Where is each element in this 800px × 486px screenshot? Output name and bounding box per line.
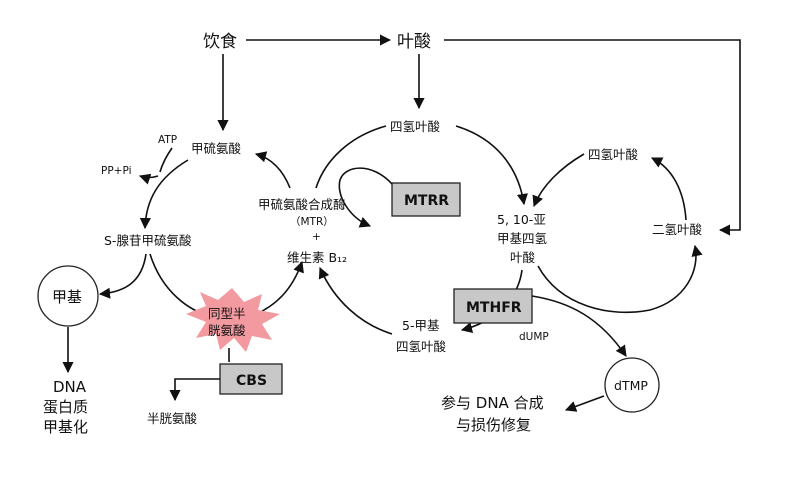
methionine-label: 甲硫氨酸: [191, 141, 242, 156]
dtmp-circle: [604, 357, 660, 413]
methylene-thf-line-2: 甲基四氢: [497, 231, 548, 246]
arrow-dhf-to-thf: [650, 157, 687, 221]
arc-sam-to-homocysteine: [149, 253, 213, 317]
sam-label: S-腺苷甲硫氨酸: [104, 233, 192, 248]
arrow-dump-to-dtmp: [531, 295, 627, 357]
methyl-thf-line-1: 5-甲基: [402, 318, 440, 333]
arrow-methyl-thf-to-mtr: [318, 266, 393, 335]
methyl-thf-line-2: 四氢叶酸: [396, 339, 447, 354]
dna-methylation-line-1: DNA: [53, 378, 87, 396]
dump-label: dUMP: [519, 331, 549, 343]
arrow-thf-to-methylene-thf: [455, 125, 528, 206]
arc-methylene-to-dhf: [537, 244, 703, 314]
methylene-thf-line-1: 5, 10-亚: [497, 212, 546, 227]
mtr-label-3: +: [312, 231, 321, 243]
homocysteine-label-1: 同型半: [208, 306, 246, 321]
ppi-label: PP+Pi: [101, 165, 131, 177]
arrow-ppi-out: [138, 173, 159, 185]
arrow-thf-to-mtr-upper: [315, 125, 387, 189]
cysteine-label: 半胱氨酸: [147, 411, 198, 426]
methylene-thf-line-3: 叶酸: [510, 250, 536, 265]
arrow-mtr-to-methionine: [254, 151, 291, 189]
methyl-label: 甲基: [52, 288, 82, 306]
thf-top-label: 四氢叶酸: [390, 119, 441, 134]
arrow-cbs-to-cysteine: [169, 378, 220, 402]
mtr-label-1: 甲硫氨酸合成酶: [258, 197, 346, 212]
atp-label: ATP: [158, 134, 177, 146]
dna-synthesis-line-1: 参与 DNA 合成: [441, 394, 544, 412]
arrow-mtrr-loop: [338, 167, 393, 228]
diet-label: 饮食: [203, 32, 237, 52]
mtrr-label: MTRR: [404, 193, 449, 209]
arrow-thf-right-to-methylene: [532, 153, 585, 208]
homocysteine-burst: [186, 288, 280, 352]
mtr-label-2: （MTR）: [290, 216, 334, 228]
methyl-circle: [37, 265, 99, 327]
dna-methylation-line-3: 甲基化: [43, 418, 88, 436]
thf-right-label: 四氢叶酸: [588, 147, 639, 162]
arrow-homocysteine-to-mtr: [251, 260, 304, 317]
folate-label: 叶酸: [397, 32, 431, 52]
arrow-dtmp-to-dna-synthesis: [564, 395, 605, 412]
dna-methylation-line-2: 蛋白质: [43, 398, 88, 416]
arrow-methionine-to-sam: [139, 159, 189, 230]
arrow-folate-to-dhf: [444, 39, 741, 236]
arrow-atp-in: [159, 147, 173, 173]
arrow-sam-to-methyl: [98, 253, 147, 299]
mtrr-box: [391, 182, 461, 217]
dtmp-label: dTMP: [614, 378, 648, 393]
dna-synthesis-line-2: 与损伤修复: [456, 416, 531, 434]
mthfr-label: MTHFR: [466, 300, 522, 316]
homocysteine-label-2: 胱氨酸: [208, 323, 246, 338]
dhf-label: 二氢叶酸: [652, 222, 703, 237]
mtr-label-4: 维生素 B₁₂: [287, 250, 347, 265]
mthfr-box: [453, 288, 533, 324]
cbs-label: CBS: [236, 373, 267, 389]
